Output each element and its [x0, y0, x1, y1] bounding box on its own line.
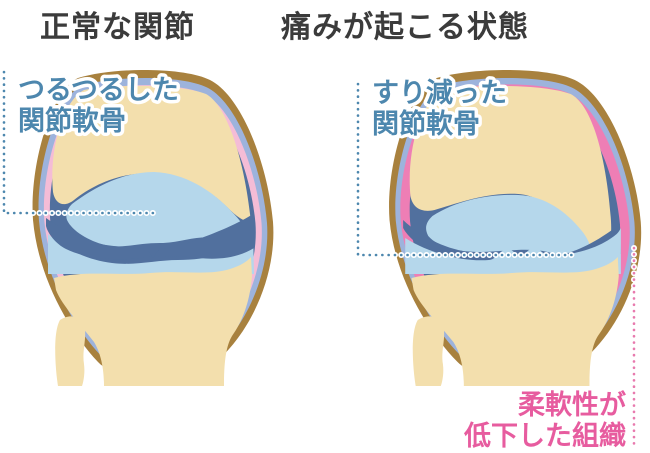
fibula-bone	[55, 316, 86, 386]
tibia-cartilage	[48, 230, 254, 274]
worn-cartilage-label-line1: すり減った	[372, 78, 507, 108]
joint-space-fluid	[46, 214, 254, 260]
femur-cartilage-thick	[66, 172, 246, 247]
tibia-cartilage-worn	[405, 228, 621, 274]
smooth-cartilage-leader-casing	[1, 69, 158, 216]
femur-bone	[409, 85, 612, 271]
normal-knee-figure	[32, 70, 274, 386]
worn-cartilage-label-line2: 関節軟骨	[372, 108, 480, 139]
normal-joint-title: 正常な関節	[40, 11, 195, 44]
stiff-tissue-label-line1: 柔軟性が	[518, 389, 626, 420]
painful-joint-title: 痛みが起こる状態	[281, 11, 529, 44]
fibula-bone	[412, 316, 445, 386]
tibia-bone	[411, 257, 619, 386]
tibia-bone	[54, 257, 252, 386]
worn-cartilage-leader-line	[356, 82, 574, 257]
smooth-cartilage-label-line2: 関節軟骨	[18, 105, 126, 136]
femur-bone	[52, 85, 251, 223]
painful-knee-figure	[389, 70, 642, 386]
stiff-tissue-label-line2: 低下した組織	[463, 420, 626, 451]
smooth-cartilage-label-line1: つるつるした	[18, 75, 179, 105]
femur-cartilage-worn	[426, 194, 592, 261]
